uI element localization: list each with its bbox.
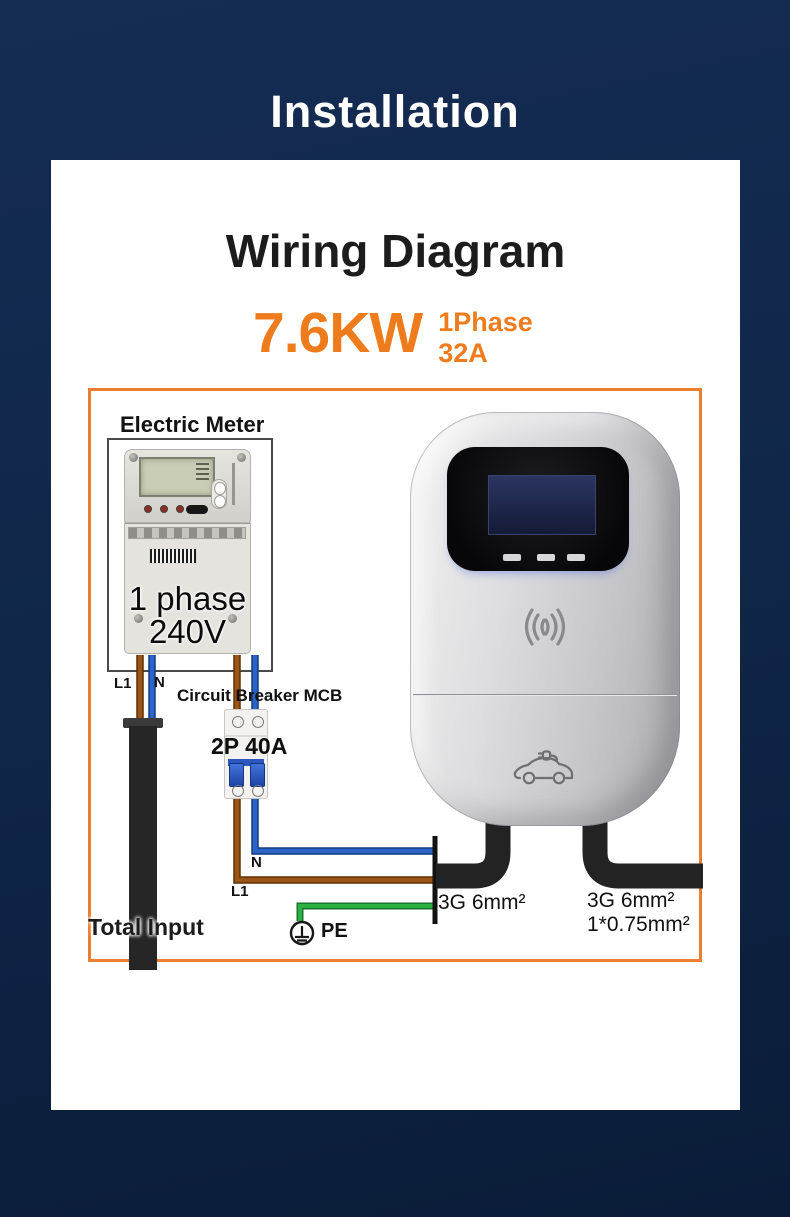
n-wire-label: N — [251, 854, 262, 871]
meter-up-button — [214, 482, 226, 495]
meter-lower-housing — [124, 523, 251, 654]
pe-label: PE — [321, 920, 348, 942]
meter-screw — [129, 453, 138, 462]
page-title: Installation — [270, 86, 520, 137]
charger-seam — [413, 694, 677, 695]
breaker-terminal-screw — [232, 785, 244, 797]
charger-display — [488, 475, 596, 535]
meter-lcd — [139, 457, 215, 497]
wiring-diagram-title: Wiring Diagram — [225, 225, 566, 277]
total-input-label: Total Input — [88, 914, 204, 940]
breaker-terminal-screw — [232, 716, 244, 728]
electric-meter-graphic — [124, 449, 251, 654]
charger-display-panel — [447, 447, 629, 571]
meter-l1-label: L1 — [114, 675, 132, 692]
circuit-breaker-label: Circuit Breaker MCB — [177, 686, 343, 705]
breaker-toggle — [250, 763, 265, 787]
l1-wire-label: L1 — [231, 883, 249, 900]
breaker-terminal-screw — [252, 785, 264, 797]
right-cable-spec: 3G 6mm² 1*0.75mm² — [587, 889, 690, 937]
power-spec-row: 7.6KW 1Phase 32A — [253, 303, 533, 369]
meter-side-slot — [232, 463, 235, 505]
meter-screw — [134, 614, 143, 623]
rfid-icon — [524, 608, 566, 646]
ev-car-icon — [513, 750, 574, 785]
charger-indicator-led — [567, 554, 585, 561]
left-cable-spec: 3G 6mm² — [438, 891, 526, 914]
phase-label: 1Phase — [438, 307, 533, 337]
meter-ir-port — [186, 505, 208, 514]
charger-indicator-led — [503, 554, 521, 561]
right-cable-spec-line1: 3G 6mm² — [587, 889, 675, 912]
meter-lcd-digits — [196, 463, 209, 465]
breaker-terminal-screw — [252, 716, 264, 728]
meter-phase-overlay: 1 phase — [128, 580, 247, 617]
right-cable-spec-line2: 1*0.75mm² — [587, 913, 690, 936]
meter-voltage-overlay: 240V — [148, 613, 227, 650]
amperage-label: 32A — [438, 338, 488, 368]
electric-meter-label: Electric Meter — [120, 412, 265, 437]
meter-button — [144, 505, 152, 513]
meter-button — [176, 505, 184, 513]
breaker-toggle — [229, 763, 244, 787]
breaker-toggle-bar — [228, 759, 264, 766]
charger-indicator-led — [537, 554, 555, 561]
breaker-rating-label: 2P 40A — [211, 733, 288, 759]
meter-screw — [228, 614, 237, 623]
meter-down-button — [214, 495, 226, 508]
breaker-groove — [225, 735, 267, 737]
meter-scroll-buttons — [211, 479, 227, 509]
meter-n-label: N — [154, 674, 165, 691]
meter-button — [160, 505, 168, 513]
meter-screw — [237, 453, 246, 462]
meter-terminal-strip — [128, 527, 246, 539]
power-rating: 7.6KW — [253, 301, 423, 365]
wiring-boundary-box — [88, 388, 702, 962]
meter-barcode — [149, 548, 197, 564]
